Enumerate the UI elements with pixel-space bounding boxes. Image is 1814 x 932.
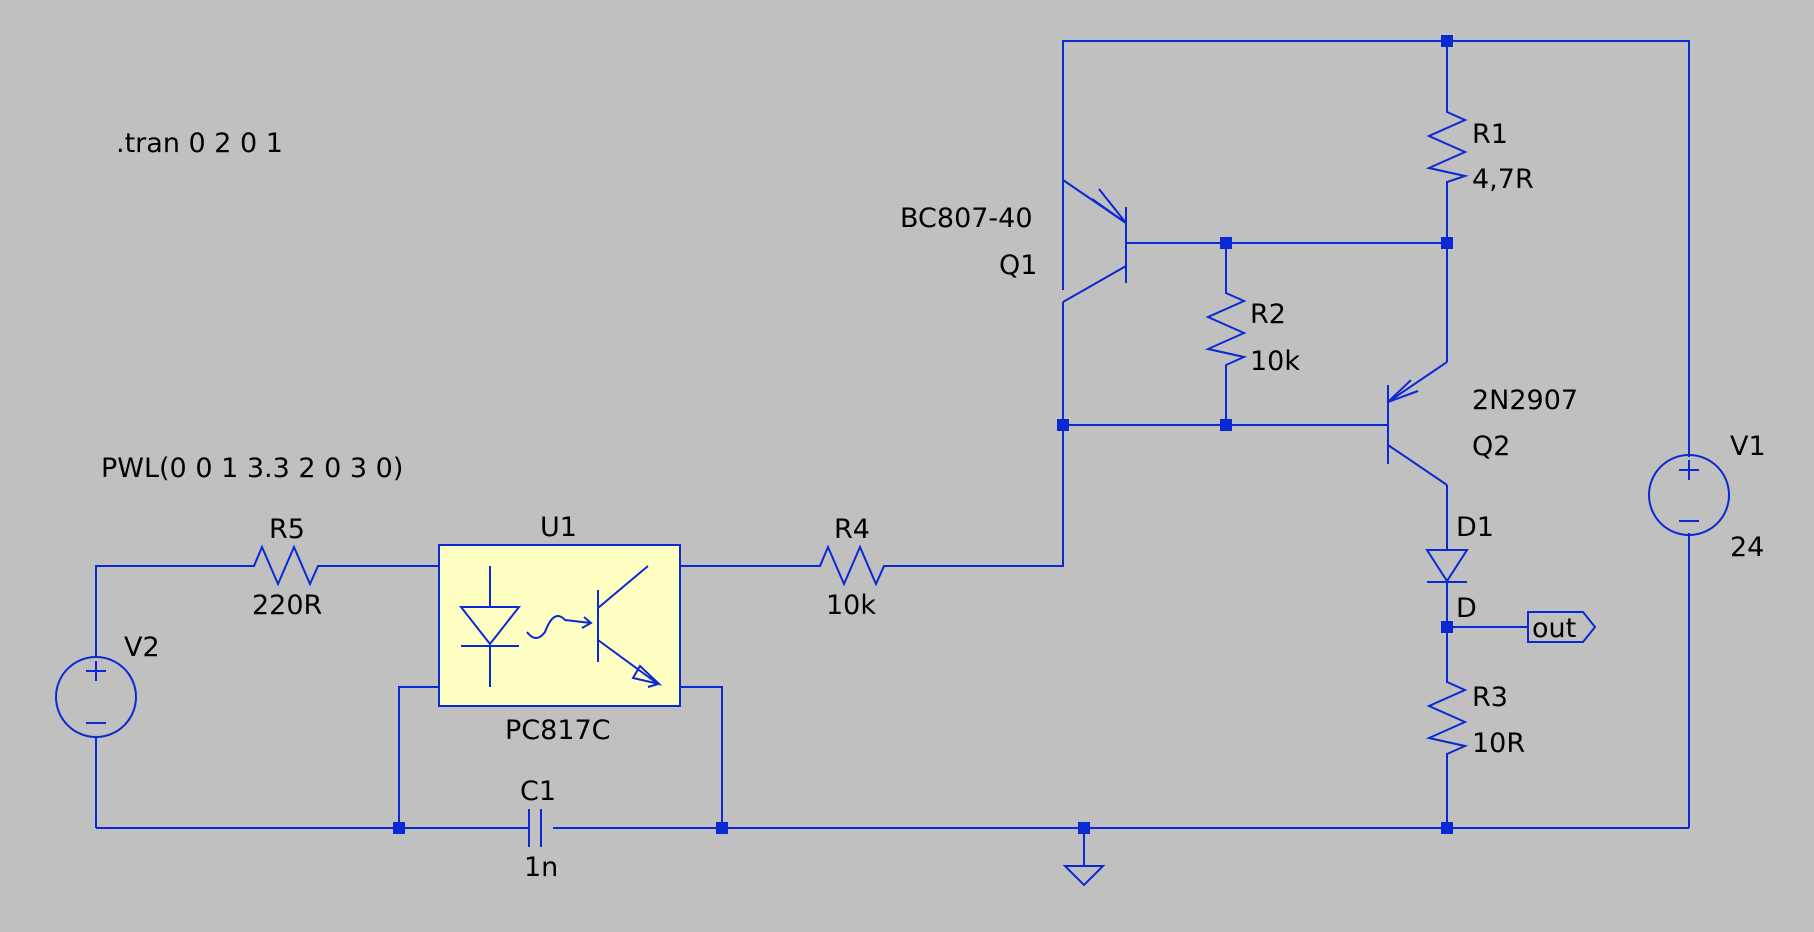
q1-model[interactable]: BC807-40 — [900, 203, 1033, 234]
q2-emitter-leg — [1387, 361, 1448, 403]
q2-name: Q2 — [1472, 431, 1510, 462]
q2-model[interactable]: 2N2907 — [1472, 385, 1578, 416]
r2-name: R2 — [1250, 299, 1286, 330]
junction-dot — [1441, 237, 1453, 249]
r2-symbol[interactable] — [1204, 282, 1248, 382]
r4-value[interactable]: 10k — [826, 590, 876, 621]
u1-ptr-emitter-out — [647, 683, 659, 688]
r3-name: R3 — [1472, 682, 1508, 713]
v1-value[interactable]: 24 — [1730, 532, 1764, 563]
u1-symbol[interactable] — [438, 544, 681, 707]
r1-symbol[interactable] — [1425, 103, 1469, 190]
r5-value[interactable]: 220R — [252, 590, 322, 621]
r2-value[interactable]: 10k — [1250, 346, 1300, 377]
r1-value[interactable]: 4,7R — [1472, 164, 1534, 195]
q1-name: Q1 — [999, 250, 1037, 281]
junction-dot — [1220, 237, 1232, 249]
wire-opto-emitter — [648, 686, 723, 828]
v2-name: V2 — [124, 632, 160, 663]
q2-emitter-arrow — [1387, 379, 1419, 403]
c1-symbol[interactable] — [528, 809, 542, 847]
out-label-flag — [1527, 611, 1597, 643]
u1-ptr-emitter — [597, 639, 659, 685]
junction-dot — [1057, 419, 1069, 431]
spice-directive[interactable]: .tran 0 2 0 1 — [116, 128, 283, 159]
c1-name: C1 — [520, 776, 556, 807]
q2-collector-leg — [1387, 444, 1448, 486]
v2-symbol[interactable] — [55, 656, 137, 738]
u1-light-arrow — [581, 616, 593, 629]
u1-led-triangle — [458, 606, 522, 646]
v2-value[interactable]: PWL(0 0 1 3.3 2 0 3 0) — [101, 453, 403, 484]
r4-name: R4 — [834, 514, 870, 545]
junctions — [393, 35, 1453, 834]
wire-q1-collector — [890, 302, 1064, 567]
v1-symbol[interactable] — [1648, 454, 1730, 536]
junction-dot — [393, 822, 405, 834]
q1-collector-leg — [1062, 265, 1127, 303]
u1-model[interactable]: PC817C — [505, 715, 611, 746]
wire-top-rail — [1062, 40, 1690, 457]
u1-ptr-collector — [597, 565, 649, 609]
junction-dot — [1441, 35, 1453, 47]
d1-name: D1 — [1456, 512, 1494, 543]
q2-symbol[interactable] — [1387, 361, 1448, 486]
r3-symbol[interactable] — [1425, 674, 1469, 762]
r3-value[interactable]: 10R — [1472, 728, 1525, 759]
u1-ptr-arrow — [631, 664, 663, 686]
c1-value[interactable]: 1n — [524, 852, 558, 883]
junction-dot — [1220, 419, 1232, 431]
junction-dot — [1078, 822, 1090, 834]
ground-symbol[interactable] — [1062, 865, 1106, 887]
out-net-label[interactable]: out — [1527, 611, 1597, 644]
junction-dot — [1441, 822, 1453, 834]
q1-symbol[interactable] — [1062, 179, 1127, 303]
d1-symbol[interactable] — [1425, 549, 1469, 583]
v1-circle — [1648, 454, 1730, 536]
out-label-text: out — [1532, 613, 1576, 644]
v1-name: V1 — [1730, 431, 1766, 462]
u1-light-wave — [526, 615, 592, 639]
u1-name: U1 — [540, 512, 577, 543]
r5-symbol[interactable] — [248, 544, 330, 587]
r1-name: R1 — [1472, 119, 1508, 150]
wires — [95, 40, 1690, 866]
d1-triangle — [1425, 549, 1469, 583]
q1-emitter-arrow — [1091, 188, 1127, 224]
junction-dot — [1441, 621, 1453, 633]
wire-v2-top — [95, 565, 248, 657]
junction-dot — [716, 822, 728, 834]
r4-symbol[interactable] — [812, 544, 890, 587]
r5-name: R5 — [269, 514, 305, 545]
v2-circle — [55, 656, 137, 738]
d1-model[interactable]: D — [1456, 593, 1477, 624]
